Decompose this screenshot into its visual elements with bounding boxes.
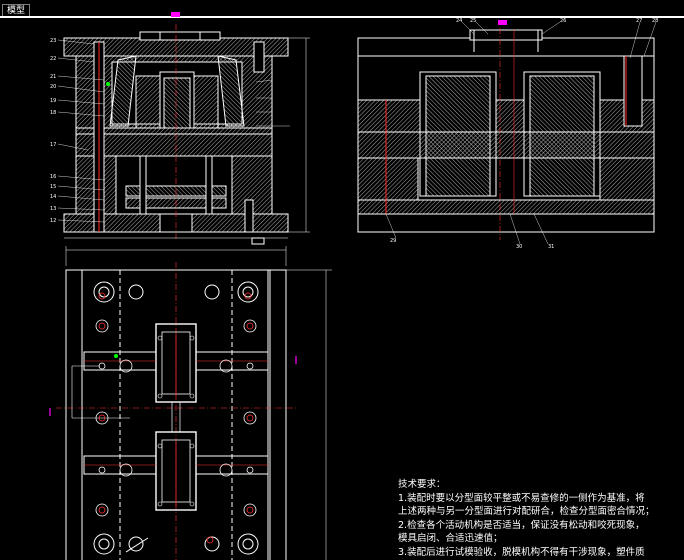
plan-view	[49, 82, 332, 560]
callout-number: 23	[50, 38, 56, 44]
notes-title: 技术要求：	[398, 479, 446, 490]
notes-line-2: 上述两种与另一分型面进行对配研合，检查分型面密合情况；	[398, 506, 655, 517]
callout-number: 17	[50, 142, 56, 148]
notes-line-4: 模具启闭、合适迅速值；	[398, 533, 503, 544]
callout-number: 27	[636, 18, 642, 24]
callout-number: 19	[50, 98, 56, 104]
callout-number: 22	[50, 56, 56, 62]
side-callout-group: 24 25 26 27 28 29 30 31	[390, 18, 658, 250]
notes-line-5: 3.装配后进行试模验收，脱模机构不得有干涉现象，塑件质	[398, 546, 645, 558]
callout-number: 25	[470, 18, 476, 24]
front-section-view	[57, 12, 310, 245]
callout-number: 18	[50, 110, 56, 116]
callout-number: 15	[50, 184, 56, 190]
technical-requirements: 技术要求： 1.装配时要以分型面较平整或不易查修的一侧作为基准，将 上述两种与另…	[398, 478, 684, 559]
notes-line-1: 1.装配时要以分型面较平整或不易查修的一侧作为基准，将	[398, 492, 645, 504]
tab-divider	[0, 16, 684, 18]
callout-number: 16	[50, 174, 56, 180]
notes-line-3: 2.检查各个活动机构是否适当，保证没有松动和咬死现象，	[398, 519, 645, 531]
callout-number: 30	[516, 244, 522, 250]
callout-number: 24	[456, 18, 462, 24]
callout-number: 14	[50, 194, 56, 200]
side-section-view	[357, 20, 657, 245]
callout-number: 20	[50, 84, 56, 90]
front-callout-group: 23 22 21 20 19 18 17 16 15 14 13 12	[50, 38, 56, 224]
callout-number: 21	[50, 74, 56, 80]
callout-number: 31	[548, 244, 554, 250]
callout-number: 29	[390, 238, 396, 244]
callout-number: 13	[50, 206, 56, 212]
callout-number: 26	[560, 18, 566, 24]
callout-number: 12	[50, 218, 56, 224]
callout-number: 28	[652, 18, 658, 24]
